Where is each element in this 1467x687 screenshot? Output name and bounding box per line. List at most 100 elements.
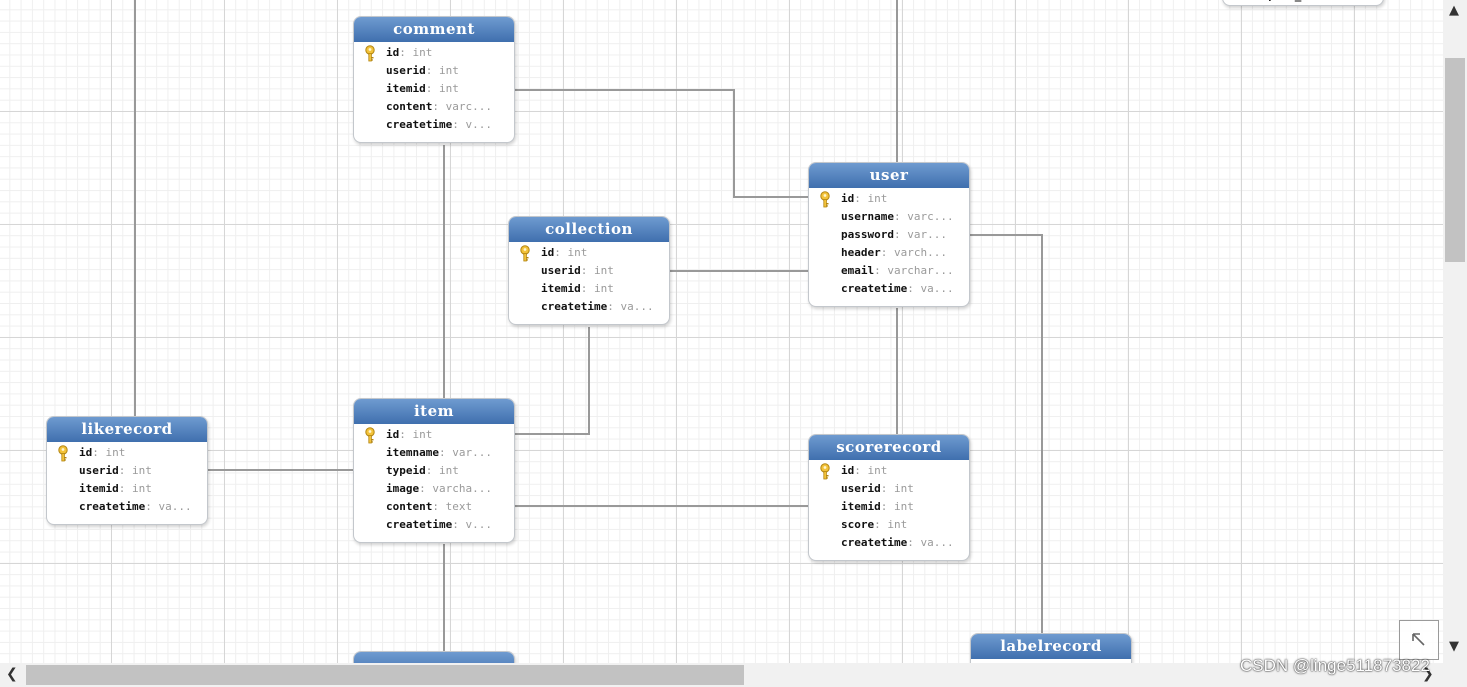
field-name: itemid <box>386 82 426 95</box>
field-name: email <box>841 264 875 277</box>
watermark: CSDN @linge511873822 <box>1240 656 1430 675</box>
table-field: userid: int <box>354 62 514 80</box>
table-field: id: int <box>354 426 514 444</box>
field-type: va... <box>920 282 954 295</box>
field-name: userid <box>79 464 119 477</box>
field-type: int <box>567 246 588 259</box>
field-type: var... <box>452 446 492 459</box>
field-type-sep: : <box>893 210 908 223</box>
field-type-sep: : <box>452 518 466 531</box>
field-type-sep: : <box>893 228 908 241</box>
key-icon <box>365 45 375 62</box>
table-header[interactable]: scorerecord <box>809 435 969 460</box>
field-name: score <box>841 518 875 531</box>
field-type-sep: : <box>854 192 868 205</box>
field-name: userid <box>841 482 881 495</box>
table-header[interactable]: collection <box>509 217 669 242</box>
arrow-down-icon[interactable]: ▼ <box>1449 639 1459 654</box>
table-field: userid: int <box>809 480 969 498</box>
field-type-sep: : <box>145 500 159 513</box>
field-name: username <box>841 210 894 223</box>
field-type-sep: : <box>425 464 439 477</box>
field-name: id <box>386 46 400 59</box>
table-partial-bottom[interactable] <box>353 651 515 663</box>
table-field: createtime: va... <box>809 534 969 552</box>
horizontal-scroll-thumb[interactable] <box>26 665 744 685</box>
arrow-right-icon[interactable]: ❯ <box>1422 666 1434 682</box>
field-type-sep: : <box>1328 0 1341 2</box>
table-field: createtime: v... <box>354 516 514 534</box>
field-type: varc... <box>445 100 492 113</box>
field-type: int <box>594 282 614 295</box>
field-type: va... <box>920 536 954 549</box>
vertical-scrollbar[interactable]: ▲ ▼ <box>1443 0 1467 663</box>
table-header[interactable]: labelrecord <box>971 634 1131 659</box>
table-header[interactable]: item <box>354 399 514 424</box>
vertical-scroll-thumb[interactable] <box>1445 58 1465 262</box>
field-type: int <box>412 428 433 441</box>
field-type: int <box>894 482 914 495</box>
field-type-sep: : <box>554 246 568 259</box>
field-type: ... <box>1341 0 1361 2</box>
field-type-sep: : <box>874 518 888 531</box>
field-type-sep: : <box>874 264 888 277</box>
table-header[interactable]: likerecord <box>47 417 207 442</box>
arrow-left-icon[interactable]: ❮ <box>6 666 18 682</box>
field-type: int <box>867 464 888 477</box>
field-name: itemid <box>541 282 581 295</box>
field-type-sep: : <box>880 482 894 495</box>
table-header[interactable]: comment <box>354 17 514 42</box>
field-name: content <box>386 100 433 113</box>
table-header[interactable]: user <box>809 163 969 188</box>
horizontal-scrollbar[interactable]: ❮ ❯ <box>0 663 1467 687</box>
field-name: itemid <box>841 500 881 513</box>
field-type: int <box>412 46 433 59</box>
table-field: password: var... <box>809 226 969 244</box>
field-name: createtime <box>79 500 146 513</box>
table-field: createtime: va... <box>509 298 669 316</box>
field-name: id <box>386 428 400 441</box>
table-field: createtime: va... <box>809 280 969 298</box>
field-name: typeid <box>386 464 426 477</box>
key-icon <box>520 245 530 262</box>
field-type: v... <box>465 518 492 531</box>
field-type: text <box>445 500 473 513</box>
field-type-sep: : <box>907 536 921 549</box>
field-type-sep: : <box>118 464 132 477</box>
key-icon <box>820 463 830 480</box>
relation-line <box>969 234 1043 633</box>
field-type-sep: : <box>425 82 439 95</box>
navigator-button[interactable] <box>1399 620 1439 660</box>
field-name: createtime <box>841 282 908 295</box>
table-partial-topright[interactable]: expire_date: ... <box>1222 0 1384 6</box>
field-name: id <box>841 464 855 477</box>
arrow-up-icon[interactable]: ▲ <box>1449 3 1459 18</box>
relation-lines <box>134 0 1043 651</box>
table-field: itemid: int <box>809 498 969 516</box>
field-type-sep: : <box>880 246 894 259</box>
table-field: createtime: v... <box>354 116 514 134</box>
field-type: v... <box>465 118 492 131</box>
table-field: header: varch... <box>809 244 969 262</box>
table-labelrecord[interactable]: labelrecord <box>970 633 1132 663</box>
field-type: int <box>894 500 914 513</box>
table-header[interactable] <box>354 652 514 663</box>
table-field: itemid: int <box>509 280 669 298</box>
field-type: int <box>439 64 459 77</box>
field-type-sep: : <box>399 428 413 441</box>
table-field: id: int <box>509 244 669 262</box>
field-type: int <box>439 464 459 477</box>
field-type-sep: : <box>419 482 433 495</box>
field-name: itemname <box>386 446 439 459</box>
